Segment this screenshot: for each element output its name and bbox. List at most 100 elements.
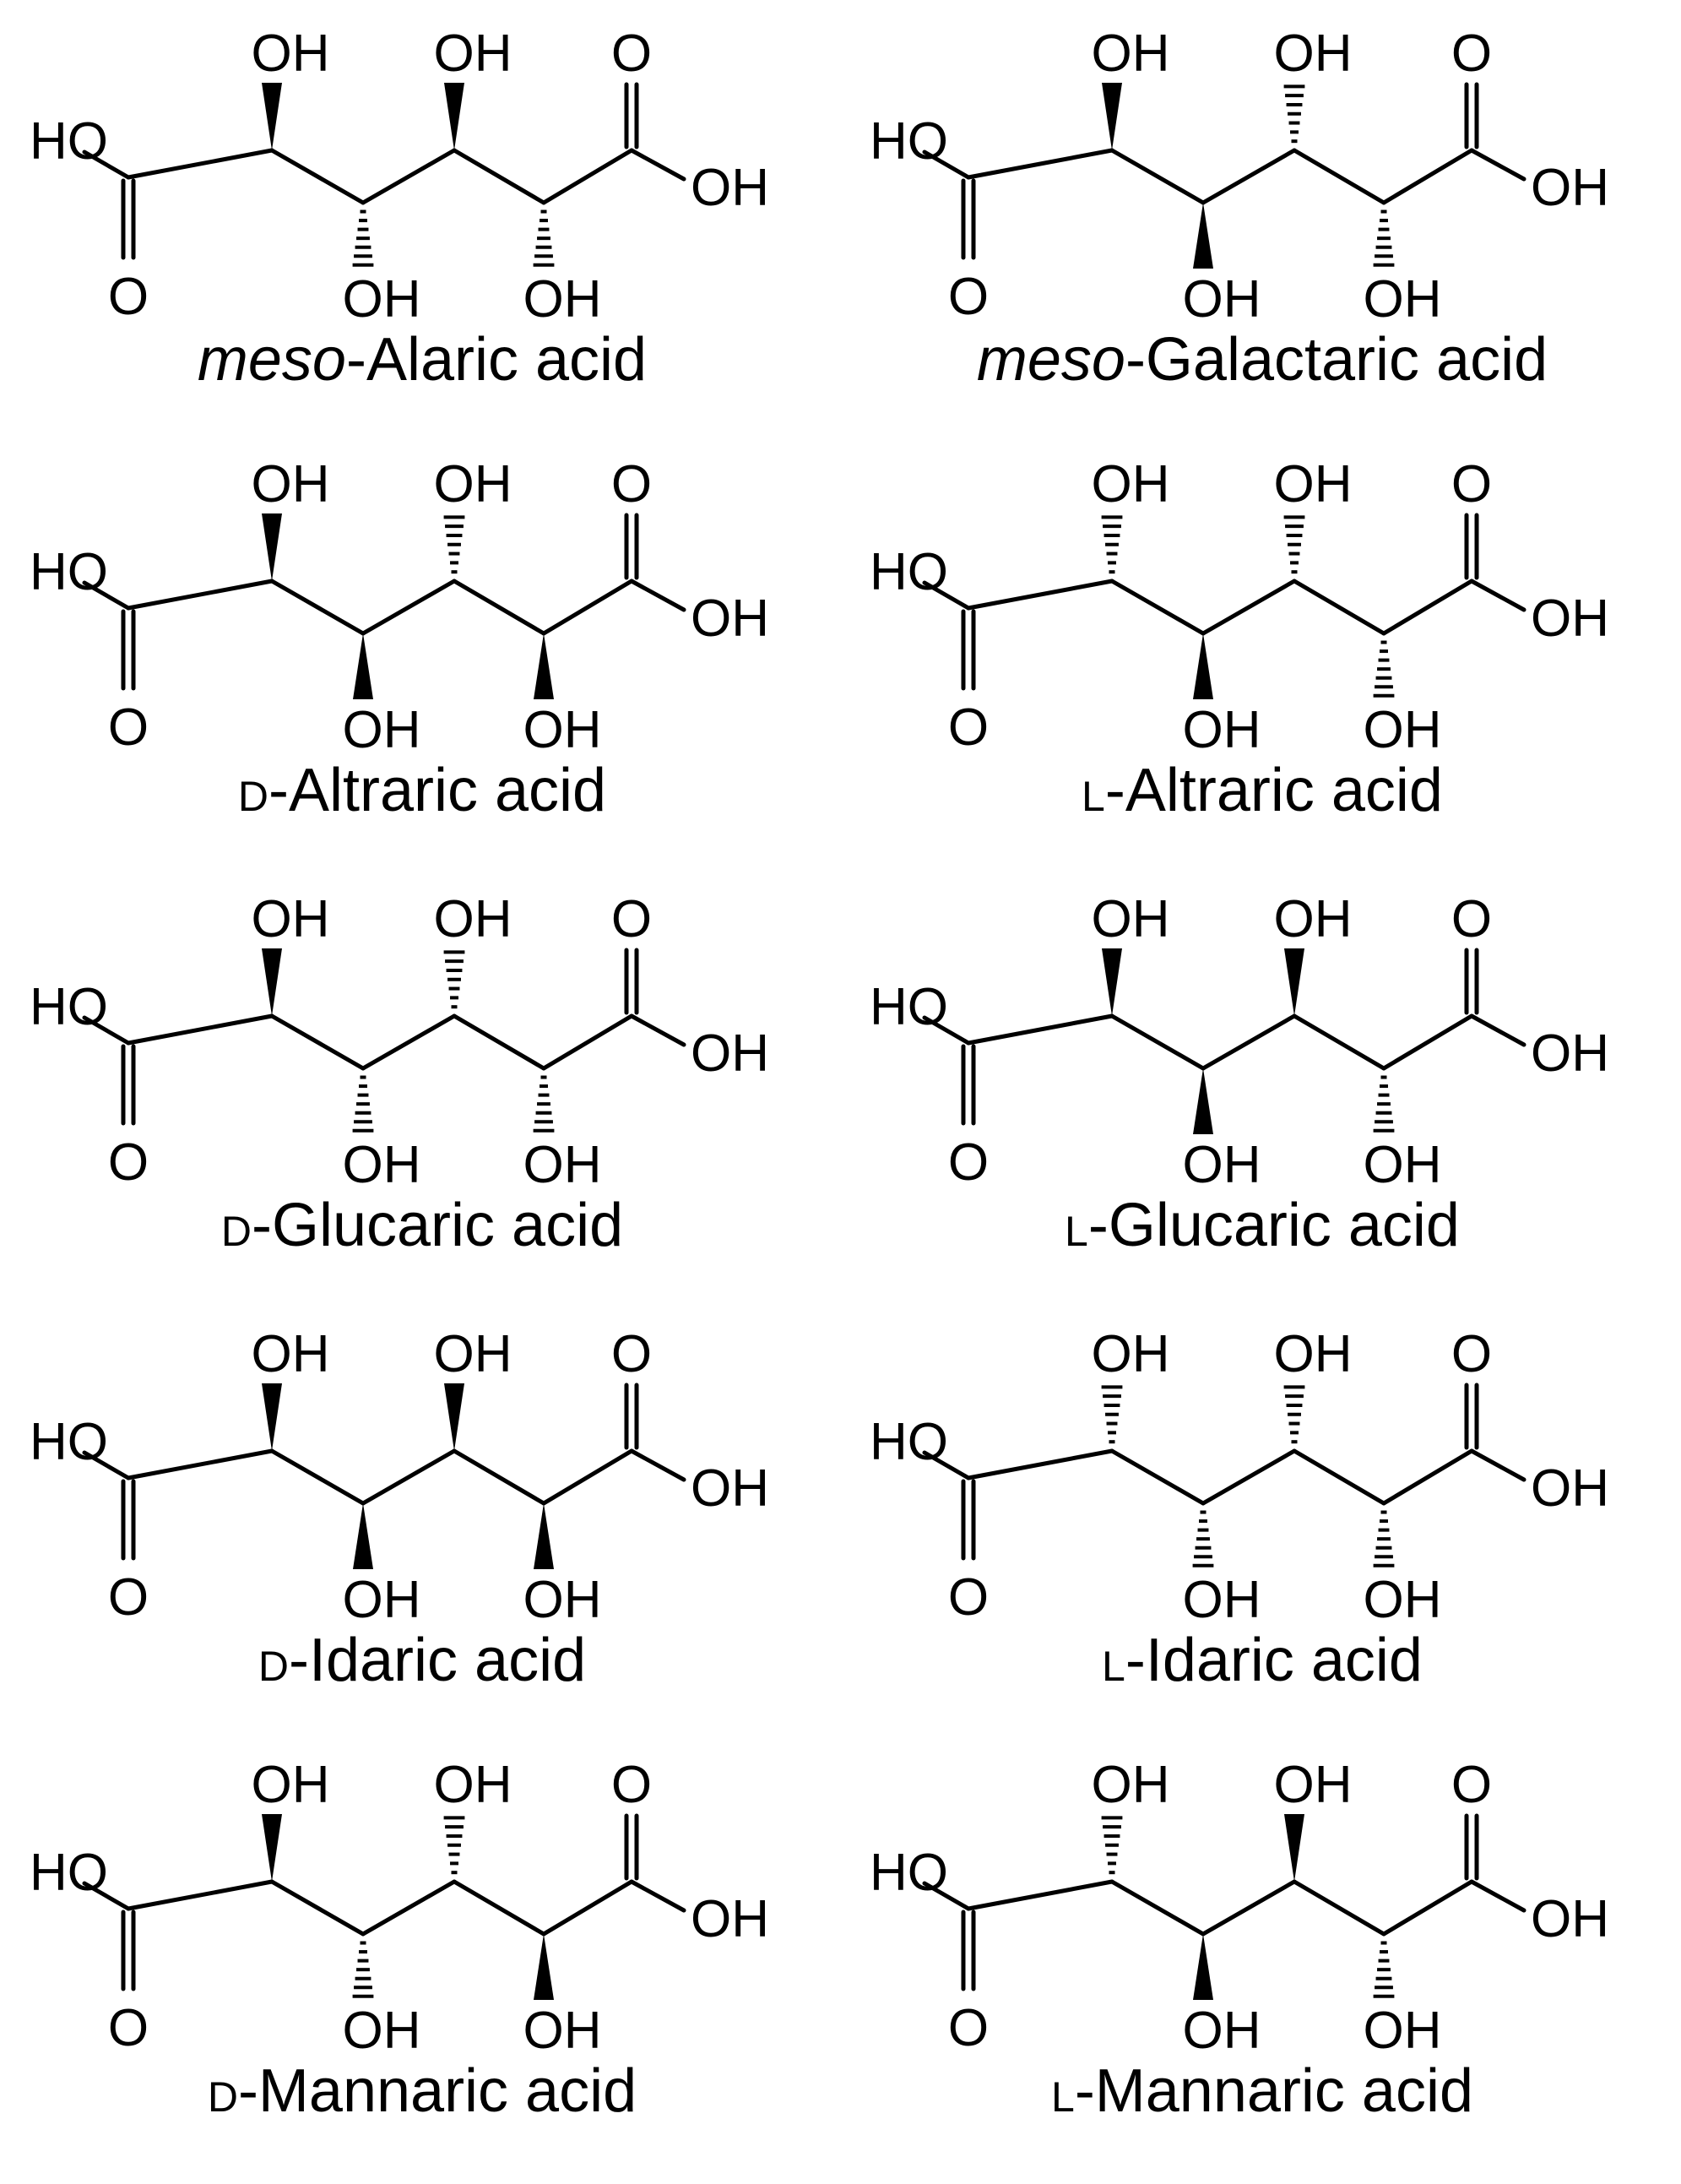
molecule-name: meso-Alaric acid <box>0 326 844 394</box>
oxygen-label: O <box>108 1999 149 2057</box>
hydroxyl-label: OH <box>252 1325 330 1383</box>
hydroxyl-label-left: HO <box>30 543 108 601</box>
hash-bond <box>1373 1075 1395 1133</box>
backbone-bond <box>541 579 634 636</box>
stereo-prefix: D <box>258 1643 289 1690</box>
c-oh-bond <box>922 580 971 611</box>
backbone-bond <box>1109 1879 1206 1937</box>
backbone-bond <box>361 148 457 205</box>
backbone-bond <box>126 1013 274 1046</box>
backbone-bond <box>269 579 366 636</box>
hash-bond <box>1373 640 1395 698</box>
wedge-bond <box>1284 948 1304 1016</box>
backbone-bond <box>966 148 1114 180</box>
hydroxyl-label: OH <box>434 24 512 83</box>
backbone-bond <box>966 1879 1114 1911</box>
hydroxyl-label: OH <box>691 589 769 648</box>
hydroxyl-label: OH <box>1183 701 1261 759</box>
hash-bond <box>443 1816 465 1875</box>
backbone-bond <box>269 148 366 205</box>
backbone-bond <box>452 1013 546 1071</box>
molecule-name: D-Idaric acid <box>0 1627 844 1700</box>
backbone-bond <box>541 1013 634 1071</box>
oxygen-label: O <box>948 1568 989 1627</box>
backbone-bond <box>269 1879 366 1937</box>
hydroxyl-label: OH <box>1531 159 1609 217</box>
wedge-bond <box>1102 83 1122 150</box>
wedge-bond <box>534 633 554 699</box>
hydroxyl-label: OH <box>343 270 421 329</box>
oxygen-label: O <box>948 268 989 326</box>
acid-name: -Idaric acid <box>1125 1627 1423 1694</box>
c-oh-bond <box>629 1013 686 1047</box>
c-oh-bond <box>1469 579 1526 612</box>
oxygen-label: O <box>108 698 149 757</box>
oxygen-label: O <box>1451 1325 1492 1383</box>
backbone-bond <box>1201 1448 1297 1506</box>
hydroxyl-label: OH <box>343 2002 421 2060</box>
backbone-bond <box>1201 579 1297 636</box>
oxygen-label: O <box>948 1999 989 2057</box>
wedge-bond <box>262 1814 282 1882</box>
backbone-bond <box>361 1448 457 1506</box>
c-oh-bond <box>82 149 131 180</box>
backbone-bond <box>126 1879 274 1911</box>
hydroxyl-label-left: HO <box>870 112 948 171</box>
hydroxyl-label-left: HO <box>870 1844 948 1902</box>
hydroxyl-label: OH <box>1092 890 1170 948</box>
stereo-prefix: L <box>1051 2073 1075 2121</box>
c-oh-bond <box>1469 1448 1526 1482</box>
backbone-bond <box>452 1448 546 1506</box>
hydroxyl-label: OH <box>1092 1325 1170 1383</box>
backbone-bond <box>1292 579 1386 636</box>
wedge-bond <box>1284 1814 1304 1882</box>
wedge-bond <box>1193 633 1213 699</box>
backbone-bond <box>1292 1879 1386 1937</box>
wedge-bond <box>1193 203 1213 269</box>
hydroxyl-label: OH <box>1364 2002 1442 2060</box>
molecule-name: D-Mannaric acid <box>0 2057 844 2131</box>
backbone-bond <box>966 579 1114 611</box>
hydroxyl-label: OH <box>434 455 512 513</box>
c-oh-bond <box>82 580 131 611</box>
hydroxyl-label: OH <box>343 1136 421 1194</box>
hydroxyl-label: OH <box>1531 1890 1609 1948</box>
c-oh-bond <box>629 579 686 612</box>
backbone-bond <box>126 1448 274 1480</box>
hash-bond <box>1373 1941 1395 1998</box>
hydroxyl-label: OH <box>523 701 602 759</box>
oxygen-label: O <box>948 698 989 757</box>
stereo-prefix: L <box>1065 1208 1088 1255</box>
molecule-name: D-Glucaric acid <box>0 1192 844 1265</box>
hydroxyl-label: OH <box>523 270 602 329</box>
hydroxyl-label: OH <box>1531 1459 1609 1518</box>
hydroxyl-label-left: HO <box>30 112 108 171</box>
stereo-prefix: L <box>1082 773 1105 820</box>
hydroxyl-label: OH <box>1183 1571 1261 1629</box>
hash-bond <box>1101 1816 1123 1875</box>
c-oh-bond <box>82 1881 131 1911</box>
backbone-bond <box>541 148 634 205</box>
backbone-bond <box>1109 579 1206 636</box>
stereo-prefix: D <box>237 773 269 820</box>
backbone-bond <box>966 1448 1114 1480</box>
oxygen-label: O <box>611 1325 652 1383</box>
hash-bond <box>1373 1510 1395 1567</box>
backbone-bond <box>1109 1448 1206 1506</box>
hydroxyl-label: OH <box>252 455 330 513</box>
hash-bond <box>533 1075 555 1133</box>
c-oh-bond <box>922 1450 971 1480</box>
backbone-bond <box>361 1013 457 1071</box>
stereo-prefix: D <box>207 2073 238 2121</box>
wedge-bond <box>444 83 464 150</box>
acid-name: -Mannaric acid <box>1074 2057 1473 2125</box>
